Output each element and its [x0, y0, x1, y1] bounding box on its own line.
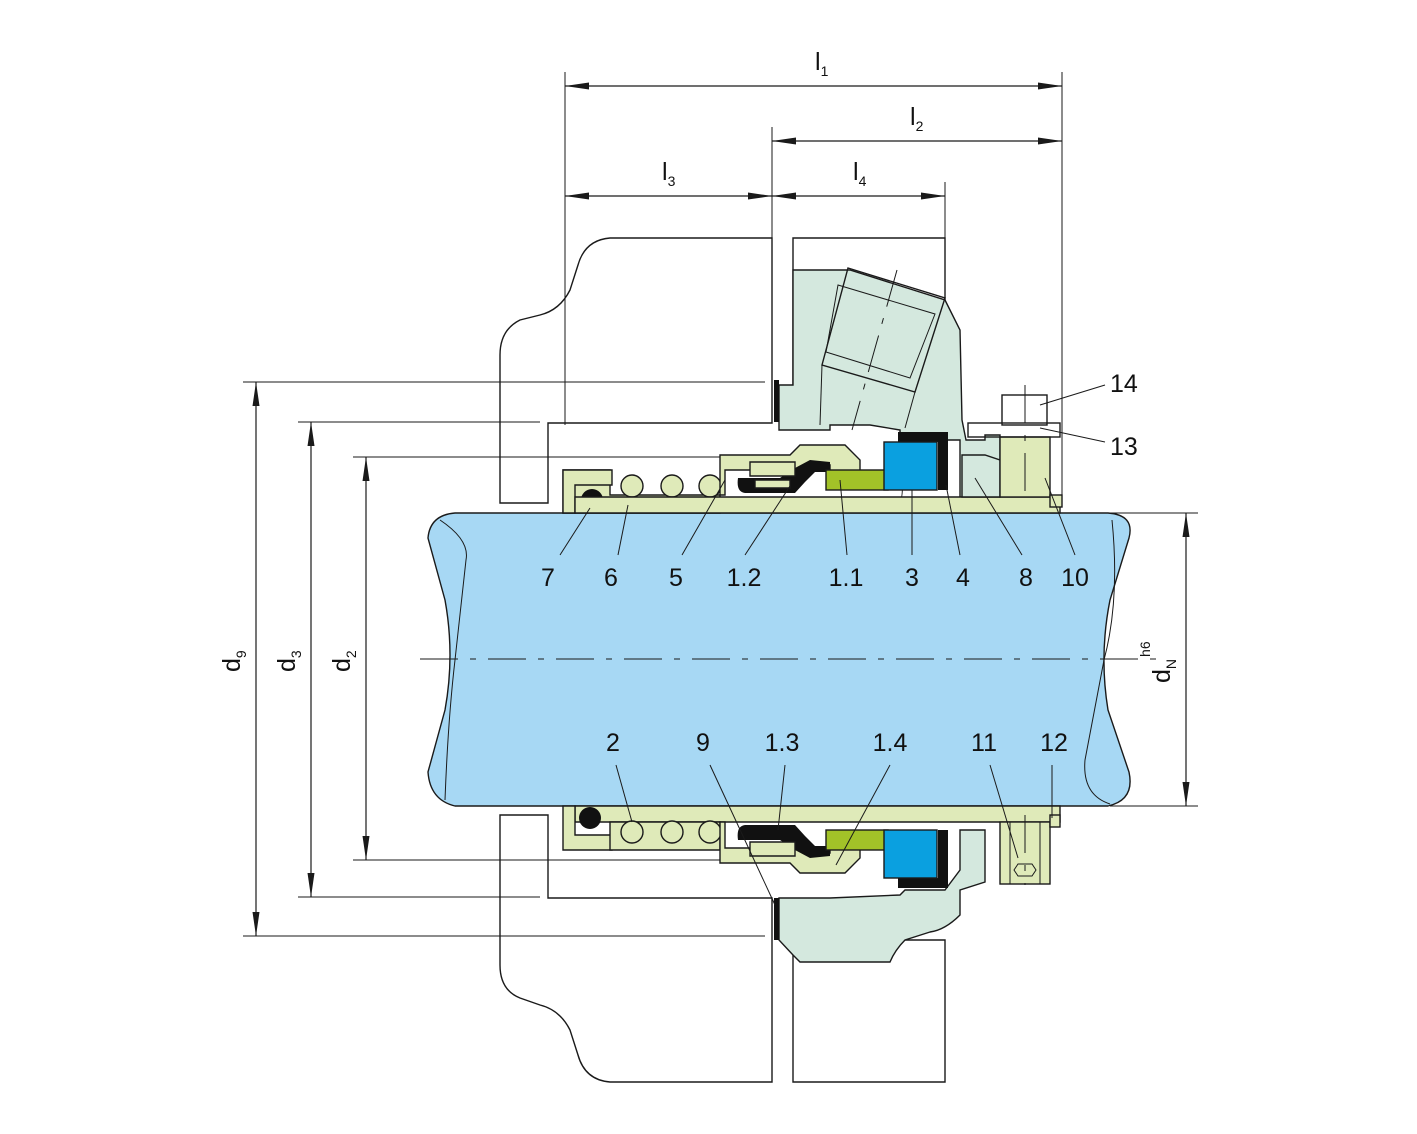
sleeve-upper — [574, 496, 1061, 514]
bellows-ring-upper-2 — [754, 479, 791, 489]
leader-1-2 — [744, 485, 791, 556]
part-label-3: 3 — [905, 564, 919, 592]
shaft-break-left — [439, 519, 467, 801]
leader-1-4 — [835, 764, 891, 866]
gland-lower — [778, 829, 986, 963]
gland-port-inner — [825, 284, 936, 379]
gland-port-wall-2 — [904, 391, 916, 429]
spring-coil-upper-2 — [660, 474, 684, 498]
dim-l2-label: l2 — [910, 103, 924, 134]
spring-coil-upper-1 — [620, 474, 644, 498]
leader-7 — [559, 507, 591, 556]
spring-coil-lower-3 — [698, 820, 722, 844]
set-screw-hex — [1013, 863, 1037, 877]
leader-4 — [945, 484, 961, 556]
part-label-11: 11 — [971, 729, 997, 757]
screw-14 — [1001, 394, 1048, 426]
leader-2 — [615, 764, 633, 823]
part-label-1-3: 1.3 — [765, 729, 800, 757]
side-part-labels: 14 13 — [1110, 370, 1138, 461]
leader-5 — [681, 479, 726, 556]
rotating-face-1-1-upper — [825, 469, 889, 491]
part-label-12: 12 — [1040, 729, 1068, 757]
leader-1-1 — [839, 479, 848, 556]
dim-d2-label: d2 — [328, 650, 359, 672]
o-ring-lower — [579, 807, 601, 829]
part-label-7: 7 — [541, 564, 555, 592]
leader-14 — [1039, 384, 1106, 406]
gasket-9-lower — [774, 898, 779, 940]
part-label-1-2: 1.2 — [727, 564, 762, 592]
leader-1-3 — [777, 764, 786, 831]
housing-lower — [499, 814, 773, 1083]
part-label-1-1: 1.1 — [829, 564, 864, 592]
spring-coil-lower-2 — [660, 820, 684, 844]
gland-port-axis — [851, 269, 898, 431]
sleeve-lower — [574, 805, 1061, 823]
part-label-2: 2 — [606, 729, 620, 757]
lower-part-labels: 2 9 1.3 1.4 11 12 — [606, 729, 1068, 757]
rotating-face-lower — [825, 829, 889, 851]
seat-cup-lower — [898, 830, 948, 888]
part-label-13: 13 — [1110, 433, 1138, 461]
leader-9 — [709, 764, 776, 906]
part-label-6: 6 — [604, 564, 618, 592]
spring-retainer-upper — [562, 469, 613, 514]
part-label-4: 4 — [956, 564, 970, 592]
dim-l3-label: l3 — [662, 158, 676, 189]
set-screw-12-end — [1049, 814, 1061, 828]
leader-6 — [617, 504, 629, 556]
leader-10 — [1044, 477, 1076, 556]
dim-l4-label: l4 — [853, 158, 867, 189]
dim-l1-label: l1 — [815, 48, 829, 79]
seat-cup-4-upper — [898, 432, 948, 490]
bellows-ring-upper — [749, 461, 796, 477]
gasket-9-upper — [774, 380, 779, 422]
collar-8-upper — [961, 454, 1001, 498]
leader-8 — [974, 477, 1023, 556]
gland-port-wall-1 — [819, 364, 823, 426]
bellows-ring-lower — [749, 841, 796, 857]
part-label-10: 10 — [1061, 564, 1089, 592]
stationary-seat-3-upper — [883, 441, 938, 491]
part-label-1-4: 1.4 — [873, 729, 908, 757]
upper-part-labels: 7 6 5 1.2 1.1 3 4 8 10 — [541, 564, 1089, 592]
part-label-9: 9 — [696, 729, 710, 757]
stationary-seat-lower — [883, 829, 938, 879]
dim-dn-label: dNh6 — [1137, 641, 1179, 683]
leader-13 — [1039, 427, 1106, 443]
part-label-8: 8 — [1019, 564, 1033, 592]
dim-d9-label: d9 — [218, 650, 249, 672]
spring-coil-lower-1 — [620, 820, 644, 844]
shaft-break-right — [1084, 519, 1116, 805]
housing-upper — [499, 237, 773, 504]
dim-d3-label: d3 — [273, 650, 304, 672]
leader-11 — [989, 764, 1019, 859]
part-label-14: 14 — [1110, 370, 1138, 398]
part-label-5: 5 — [669, 564, 683, 592]
washer-13 — [967, 422, 1061, 438]
